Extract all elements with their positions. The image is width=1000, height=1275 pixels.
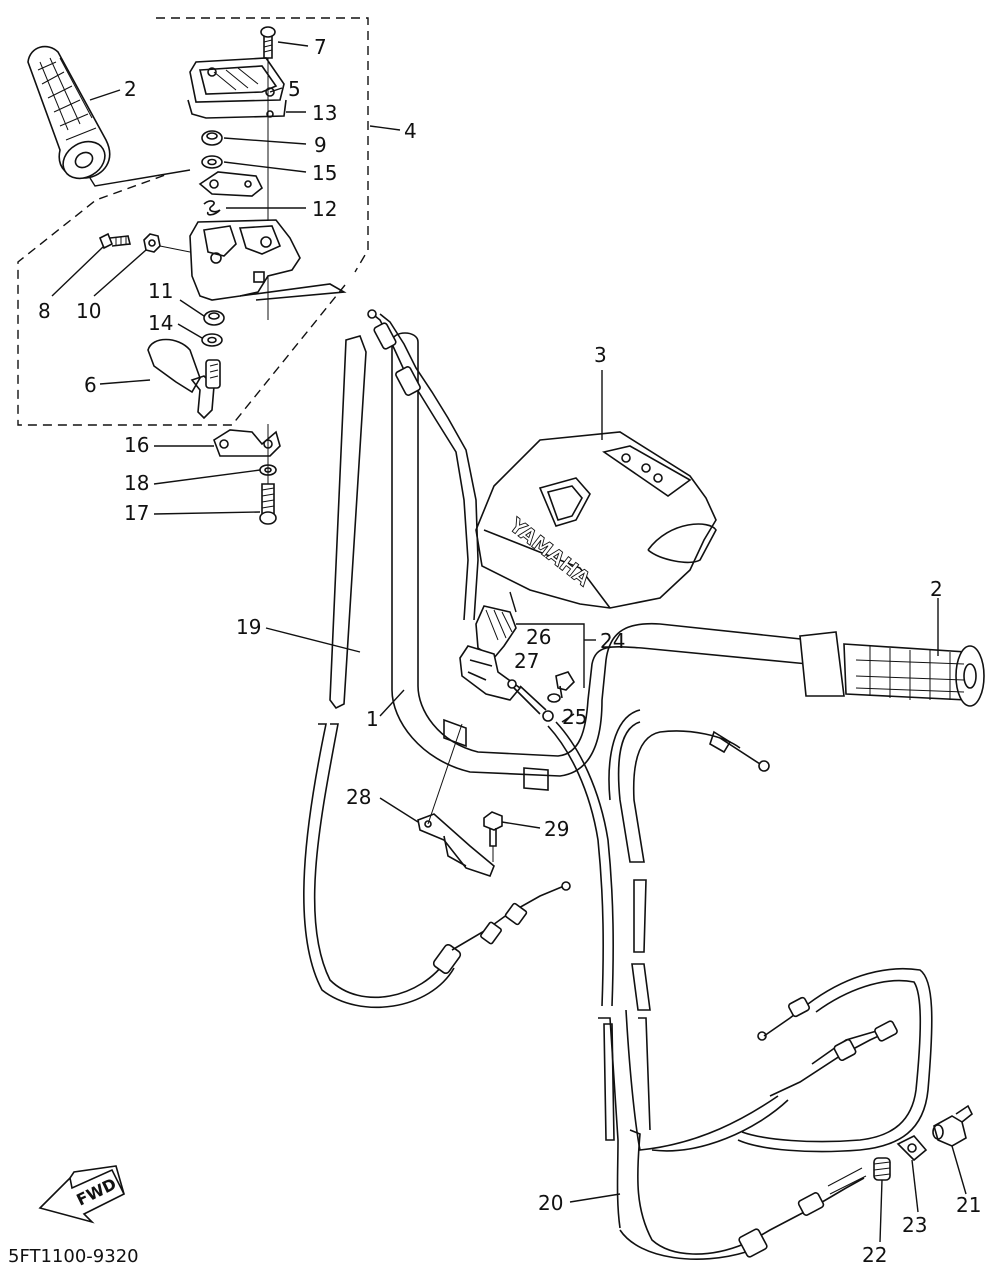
washer-15 xyxy=(201,155,223,169)
screw-26 xyxy=(555,671,576,699)
spring-22 xyxy=(873,1157,891,1181)
bolt-29 xyxy=(483,811,503,847)
collar-23 xyxy=(896,1135,928,1162)
throttle-lever-plate xyxy=(198,171,264,197)
callout-11: 11 xyxy=(148,279,173,303)
drawing-code: 5FT1100-9320 xyxy=(8,1246,139,1267)
screw-7 xyxy=(260,26,276,59)
bracket-28 xyxy=(417,813,495,877)
assembly-4-outline xyxy=(17,17,369,426)
bushing-11 xyxy=(203,310,225,326)
callout-16: 16 xyxy=(124,433,149,457)
cable-end-25 xyxy=(507,679,554,722)
callout-9: 9 xyxy=(314,133,327,157)
nut-10 xyxy=(143,233,161,253)
callout-17: 17 xyxy=(124,501,149,525)
callout-13: 13 xyxy=(312,101,337,125)
bolt-8 xyxy=(98,232,131,250)
callout-1: 1 xyxy=(366,707,379,731)
callout-28: 28 xyxy=(346,785,371,809)
callout-29: 29 xyxy=(544,817,569,841)
callout-22: 22 xyxy=(862,1243,887,1267)
callouts: 1 2 2 3 4 5 6 7 8 9 10 11 12 13 14 15 16… xyxy=(38,35,981,1267)
callout-19: 19 xyxy=(236,615,261,639)
leader-lines xyxy=(51,41,967,1243)
throttle-lever-6 xyxy=(147,338,221,420)
callout-25: 25 xyxy=(562,705,587,729)
fwd-arrow-icon: FWD xyxy=(38,1165,126,1224)
left-grip xyxy=(27,45,111,180)
callout-3: 3 xyxy=(594,343,607,367)
callout-6: 6 xyxy=(84,373,97,397)
throttle-cover-5 xyxy=(189,57,285,103)
boot-21 xyxy=(932,1104,974,1147)
callout-23: 23 xyxy=(902,1213,927,1237)
callout-12: 12 xyxy=(312,197,337,221)
spring-12 xyxy=(203,200,221,216)
callout-7: 7 xyxy=(314,35,327,59)
callout-5: 5 xyxy=(288,77,301,101)
bushing-9 xyxy=(201,130,223,146)
handlebar-1 xyxy=(391,332,811,791)
washer-14 xyxy=(201,333,223,347)
callout-4: 4 xyxy=(404,119,417,143)
right-grip xyxy=(799,631,985,707)
cable-20 xyxy=(547,709,933,1260)
callout-2-right: 2 xyxy=(930,577,943,601)
callout-21: 21 xyxy=(956,1193,981,1217)
callout-14: 14 xyxy=(148,311,173,335)
callout-15: 15 xyxy=(312,161,337,185)
callout-26: 26 xyxy=(526,625,551,649)
switch-assembly-24 xyxy=(459,605,522,701)
gasket-13 xyxy=(187,99,287,119)
washer-27 xyxy=(547,693,561,703)
callout-18: 18 xyxy=(124,471,149,495)
callout-2-left: 2 xyxy=(124,77,137,101)
throttle-housing xyxy=(189,219,347,301)
handlebar-cover-3: YAMAHA xyxy=(475,431,717,609)
holder-16 xyxy=(213,429,281,457)
throttle-cable-19 xyxy=(303,309,571,1009)
callout-24: 24 xyxy=(600,629,625,653)
callout-10: 10 xyxy=(76,299,101,323)
bolt-17 xyxy=(259,483,277,525)
callout-27: 27 xyxy=(514,649,539,673)
callout-20: 20 xyxy=(538,1191,563,1215)
callout-8: 8 xyxy=(38,299,51,323)
